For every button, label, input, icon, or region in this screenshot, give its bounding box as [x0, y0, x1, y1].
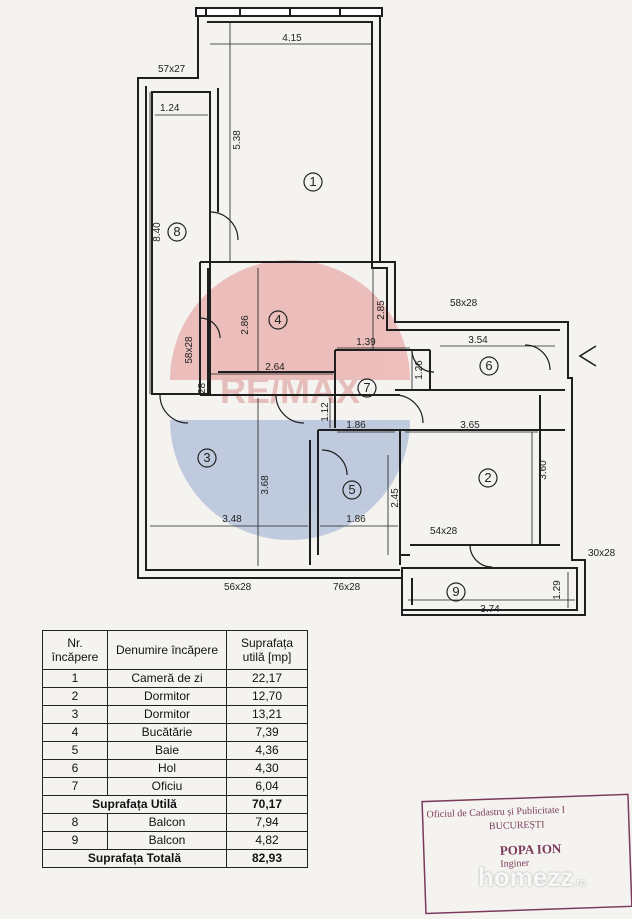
door-swings	[159, 211, 551, 568]
row-nr: 9	[42, 831, 108, 850]
dim-4-15: 4.15	[282, 33, 302, 44]
row-name: Balcon	[107, 831, 227, 850]
header-name: Denumire încăpere	[107, 630, 227, 670]
row-name: Bucătărie	[107, 723, 227, 742]
row-area: 4,36	[226, 741, 308, 760]
room-label-3: 3	[203, 450, 210, 465]
dim-1-29: 1.29	[552, 580, 563, 600]
useful-area-value: 70,17	[226, 795, 308, 814]
room-area-table: Nr. încăpere Denumire încăpere Suprafața…	[42, 630, 308, 868]
row-name: Dormitor	[107, 687, 227, 706]
dim-1-39: 1.39	[356, 337, 376, 348]
dim-28: 28	[197, 382, 208, 394]
room-label-2: 2	[484, 470, 491, 485]
dim-2-45: 2.45	[390, 488, 401, 508]
room-label-4: 4	[274, 312, 281, 327]
row-nr: 2	[42, 687, 108, 706]
header-area: Suprafața utilă [mp]	[226, 630, 308, 670]
dim-5-38: 5.38	[232, 130, 243, 150]
dim-54x28: 54x28	[430, 526, 458, 537]
svg-text:RE/MAX: RE/MAX	[220, 370, 360, 411]
row-name: Cameră de zi	[107, 669, 227, 688]
row-nr: 8	[42, 813, 108, 832]
row-area: 22,17	[226, 669, 308, 688]
stamp-line-2: BUCUREȘTI	[488, 819, 545, 833]
row-area: 6,04	[226, 777, 308, 796]
row-area: 7,94	[226, 813, 308, 832]
dim-56x28: 56x28	[224, 582, 252, 593]
dim-2-86: 2.86	[240, 315, 251, 335]
stamp-line-3: POPA ION	[499, 840, 562, 858]
watermark-text: homezz	[478, 862, 574, 892]
dimension-lines	[149, 22, 575, 608]
row-nr: 3	[42, 705, 108, 724]
row-area: 13,21	[226, 705, 308, 724]
row-nr: 5	[42, 741, 108, 760]
dim-8-40: 8.40	[152, 222, 163, 242]
row-area: 4,30	[226, 759, 308, 778]
homezz-watermark: homezz.ro	[478, 862, 586, 893]
inner-walls	[151, 88, 578, 611]
room-label-9: 9	[452, 584, 459, 599]
row-area: 12,70	[226, 687, 308, 706]
room-label-5: 5	[348, 482, 355, 497]
dim-76x28: 76x28	[333, 582, 361, 593]
room-label-1: 1	[309, 174, 316, 189]
entrance-arrow	[578, 345, 597, 367]
room-label-6: 6	[485, 358, 492, 373]
room-label-8: 8	[173, 224, 180, 239]
total-area-value: 82,93	[226, 849, 308, 868]
row-nr: 4	[42, 723, 108, 742]
row-nr: 7	[42, 777, 108, 796]
dim-2-85: 2.85	[376, 300, 387, 320]
row-name: Dormitor	[107, 705, 227, 724]
dim-58x28-left: 58x28	[184, 336, 195, 364]
row-area: 4,82	[226, 831, 308, 850]
row-name: Hol	[107, 759, 227, 778]
dim-30x28: 30x28	[588, 548, 616, 559]
dim-3-68: 3.68	[260, 475, 271, 495]
dim-57x27: 57x27	[158, 64, 186, 75]
dim-3-60: 3.60	[538, 460, 549, 480]
row-name: Oficiu	[107, 777, 227, 796]
dim-3-48: 3.48	[222, 514, 242, 525]
remax-watermark: RE/MAX	[170, 260, 410, 540]
row-name: Baie	[107, 741, 227, 760]
room-label-7: 7	[363, 380, 370, 395]
row-name: Balcon	[107, 813, 227, 832]
row-area: 7,39	[226, 723, 308, 742]
row-nr: 6	[42, 759, 108, 778]
watermark-suffix: .ro	[573, 877, 587, 889]
cadastre-stamp: Oficiul de Cadastru și Publicitate I BUC…	[418, 792, 632, 918]
row-nr: 1	[42, 669, 108, 688]
header-nr: Nr. încăpere	[42, 630, 108, 670]
stamp-frame	[421, 793, 632, 915]
room-markers	[167, 172, 499, 602]
dim-2-64: 2.64	[265, 362, 285, 373]
dim-3-65: 3.65	[460, 420, 480, 431]
useful-area-label: Suprafața Utilă	[42, 795, 227, 814]
dim-1-86-bottom: 1.86	[346, 514, 366, 525]
dim-3-54: 3.54	[468, 335, 488, 346]
dim-1-86-top: 1.86	[346, 420, 366, 431]
total-area-label: Suprafața Totală	[42, 849, 227, 868]
floor-plan: RE/MAX	[137, 7, 616, 616]
dim-1-24: 1.24	[160, 103, 180, 114]
dim-58x28-right: 58x28	[450, 298, 478, 309]
dim-3-74: 3.74	[480, 604, 500, 615]
dim-1-26: 1.26	[414, 360, 425, 380]
dim-1-12: 1.12	[320, 402, 331, 422]
